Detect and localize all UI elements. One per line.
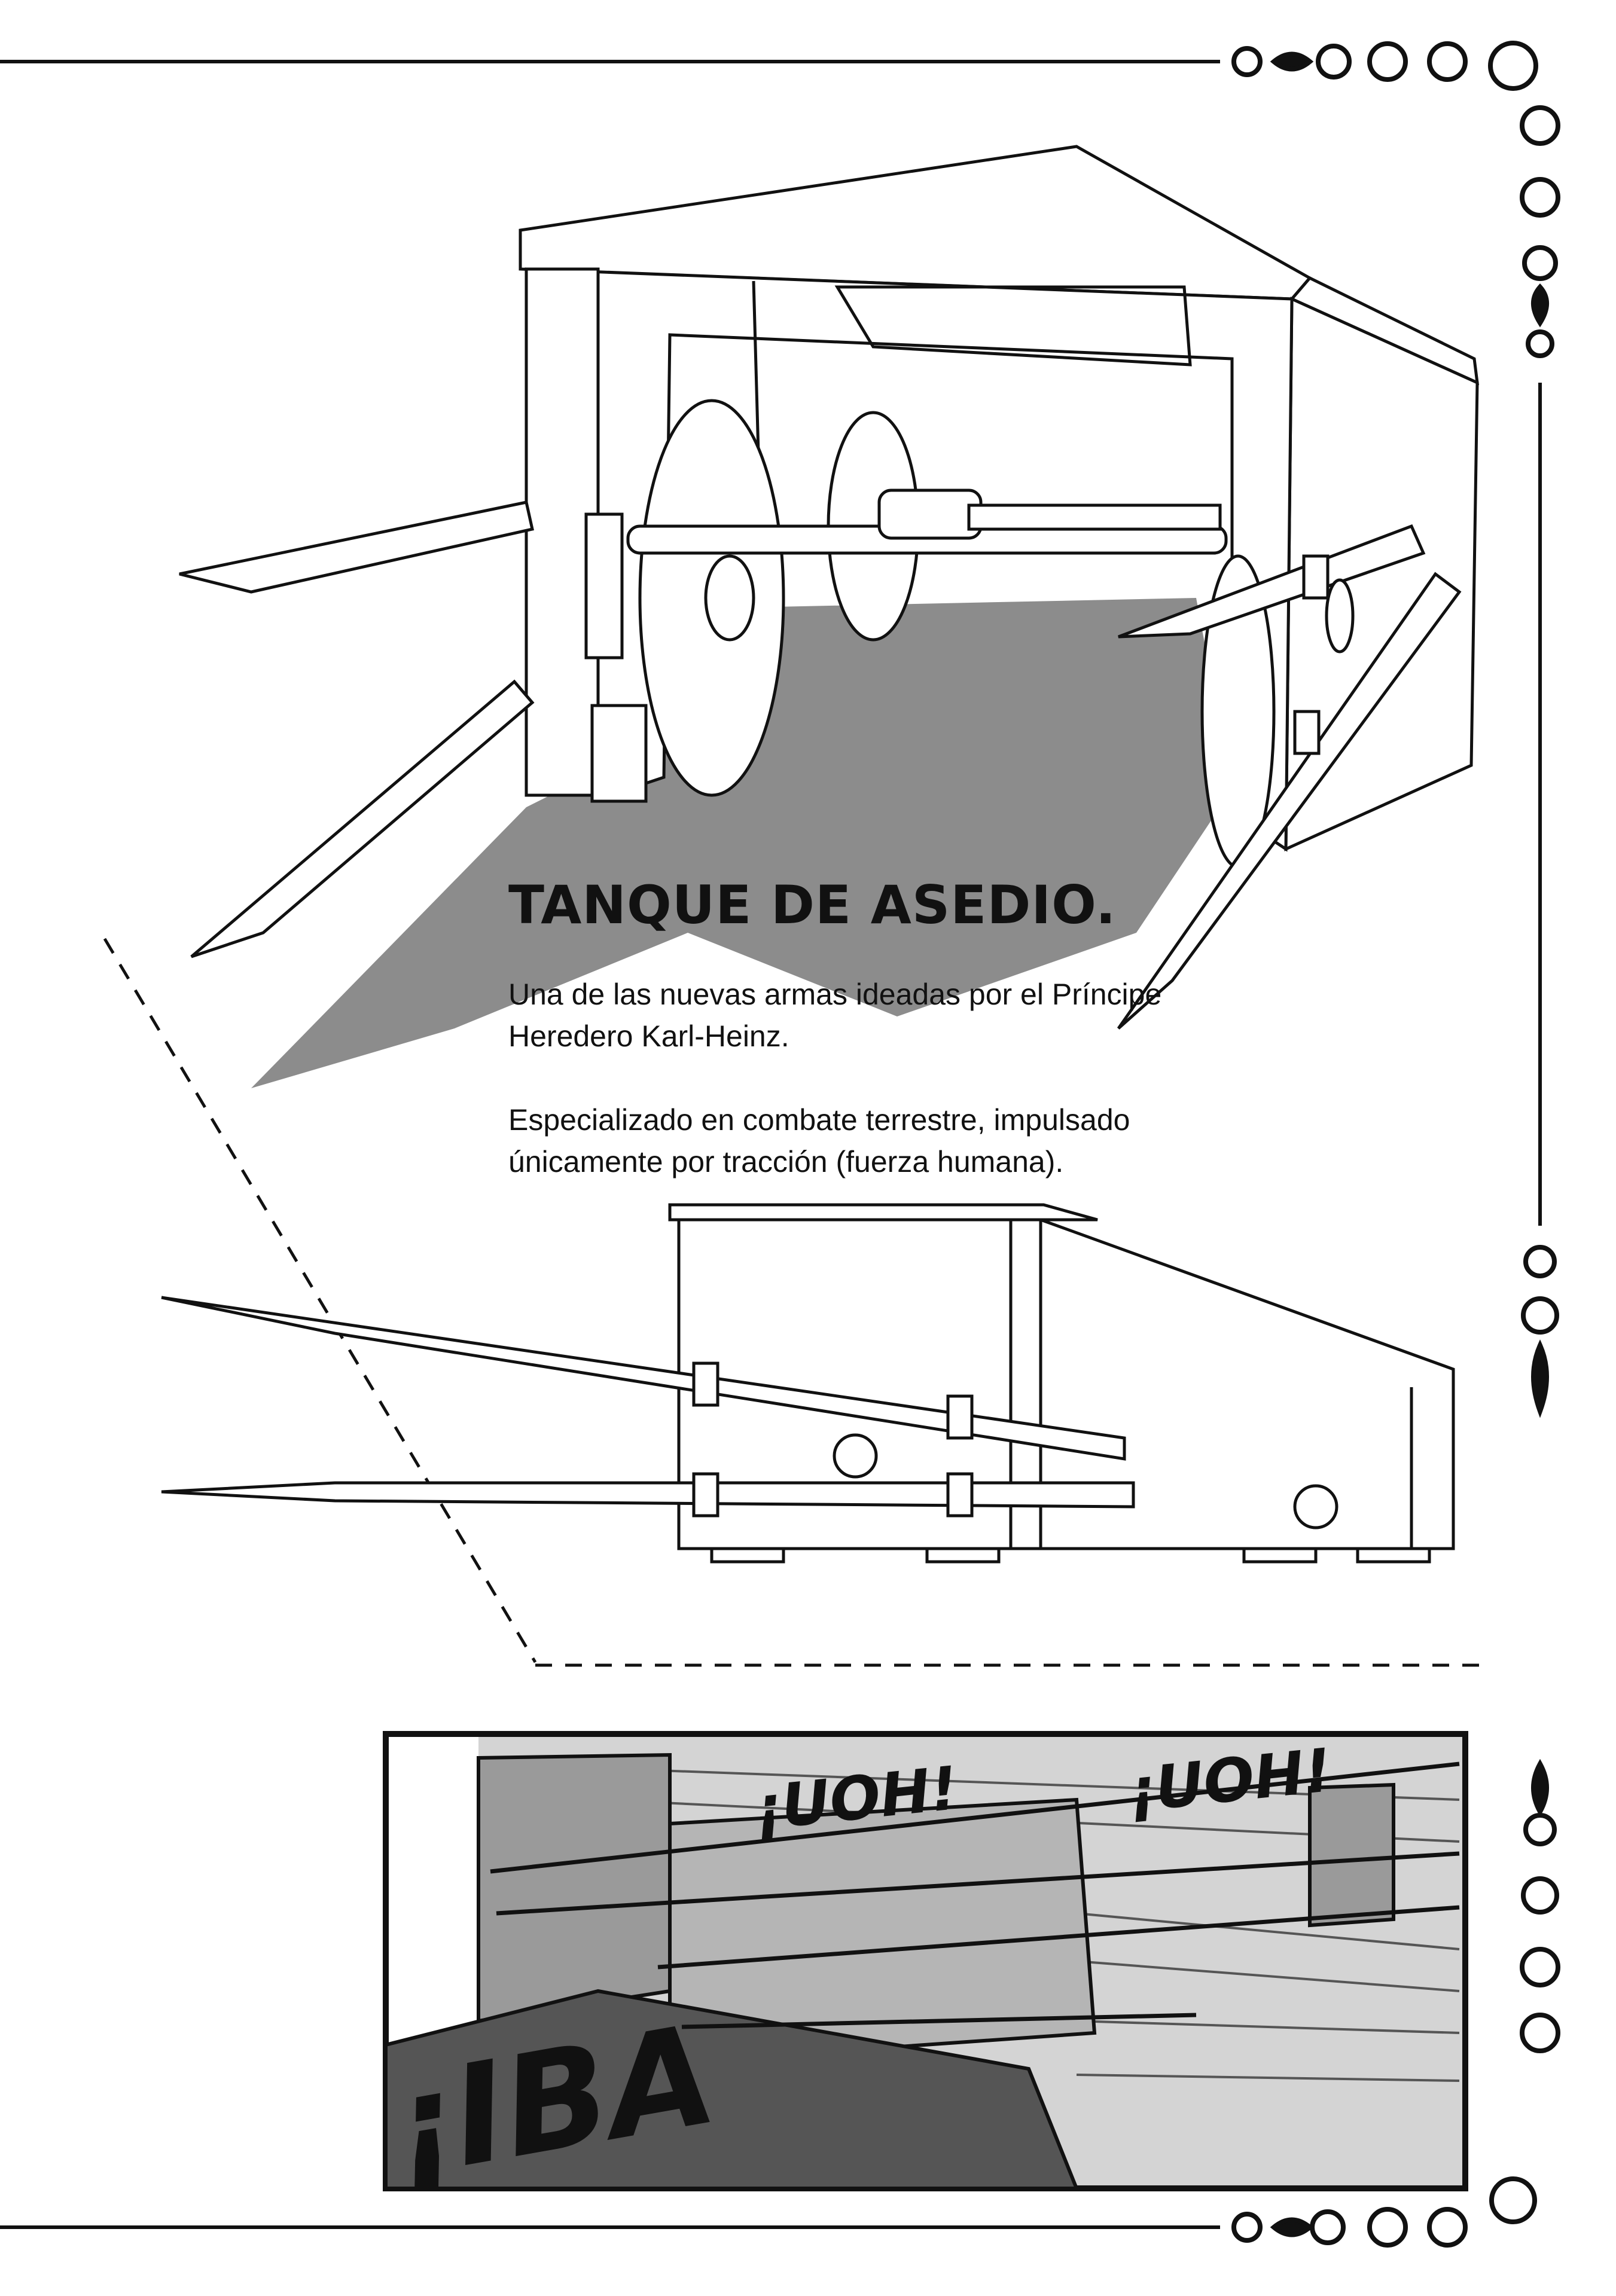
siege-tank-perspective-drawing: [179, 145, 1480, 1088]
panel-cart-center: [668, 1797, 1097, 2065]
bottom-right-flourish-icon: [1231, 1245, 1560, 2248]
caption-paragraph-1: Una de las nuevas armas ideadas por el P…: [508, 978, 1162, 1053]
dashed-guide-line: [103, 938, 1480, 1667]
panel-cart-foreground: [386, 1989, 1079, 2188]
siege-tank-side-view-drawing: [161, 1203, 1455, 1564]
side-roof: [668, 1203, 1098, 1222]
spear-left-lower: [190, 679, 535, 958]
side-spear-lower: [161, 1481, 1135, 1509]
side-spear-upper: [161, 1296, 1126, 1461]
caption-paragraph-2: Especializado en combate terrestre, impu…: [508, 1103, 1130, 1178]
action-panel: ¡IBA ¡UOH! ¡UOH!: [383, 1731, 1468, 2191]
panel-cart-right: [1308, 1782, 1395, 1928]
caption-title: TANQUE DE ASEDIO.: [508, 874, 1117, 936]
spear-right-lower: [1117, 572, 1462, 1030]
tank-ground-shadow: [251, 598, 1232, 1088]
top-right-flourish-icon: [1231, 41, 1560, 358]
caption-block: TANQUE DE ASEDIO. Una de las nuevas arma…: [508, 879, 1166, 1225]
spear-left-upper: [179, 500, 534, 594]
ornamental-frame: [0, 41, 1560, 2248]
panel-cart-left: [477, 1752, 672, 2023]
